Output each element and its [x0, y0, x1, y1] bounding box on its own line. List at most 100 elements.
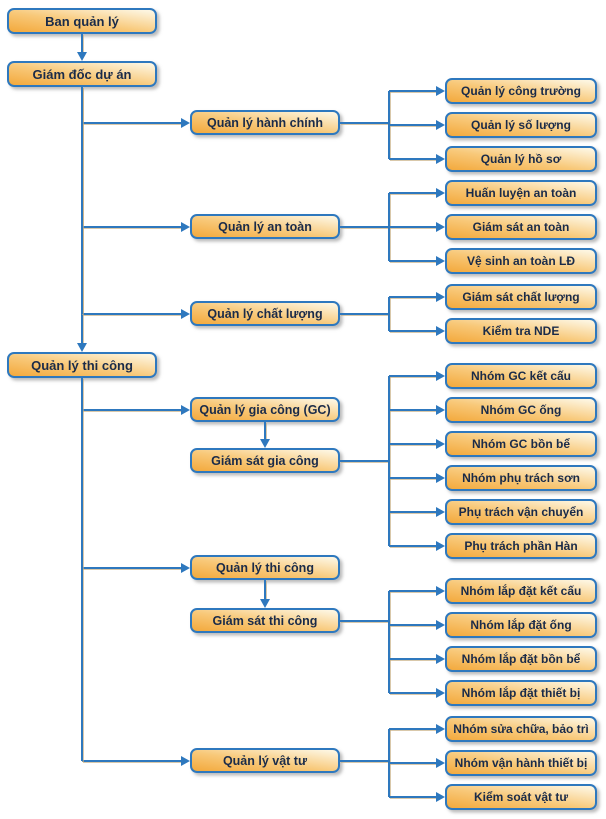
connector-line: [389, 260, 437, 262]
connector-line: [389, 375, 437, 377]
connector-arrow-icon: [77, 52, 87, 61]
org-node-quan-ly-an-toan: Quản lý an toàn: [190, 214, 340, 239]
org-node-label: Nhóm GC bồn bể: [472, 437, 570, 451]
connector-arrow-icon: [436, 86, 445, 96]
org-node-label: Nhóm vận hành thiết bị: [454, 756, 588, 770]
org-node-nhom-lap-dat-ket-cau: Nhóm lắp đặt kết cấu: [445, 578, 597, 604]
connector-arrow-icon: [436, 256, 445, 266]
org-node-label: Nhóm GC kết cấu: [470, 369, 572, 383]
connector-line: [340, 225, 389, 228]
connector-arrow-icon: [181, 562, 190, 573]
org-node-quan-ly-vat-tu: Quản lý vật tư: [190, 748, 340, 773]
org-node-label: Quản lý hồ sơ: [480, 152, 562, 166]
org-node-nhom-lap-dat-thiet-bi: Nhóm lắp đặt thiết bị: [445, 680, 597, 706]
org-node-kiem-soat-vat-tu: Kiểm soát vật tư: [445, 784, 597, 810]
connector-line: [264, 422, 266, 440]
org-node-nhom-van-hanh-thiet-bi: Nhóm vận hành thiết bị: [445, 750, 597, 776]
org-node-nhom-sua-chua-bao-tri: Nhóm sửa chữa, bảo trì: [445, 716, 597, 742]
org-node-nhom-gc-ong: Nhóm GC ống: [445, 397, 597, 423]
connector-arrow-icon: [436, 292, 445, 302]
org-node-label: Quản lý chất lượng: [207, 306, 323, 321]
connector-arrow-icon: [181, 308, 190, 319]
connector-line: [340, 759, 389, 762]
connector-line: [340, 312, 389, 315]
org-node-label: Ban quản lý: [45, 13, 119, 29]
org-node-giam-sat-gia-cong: Giám sát gia công: [190, 448, 340, 473]
connector-arrow-icon: [260, 439, 270, 448]
connector-arrow-icon: [260, 599, 270, 608]
org-node-label: Giám đốc dự án: [32, 66, 132, 82]
connector-arrow-icon: [436, 654, 445, 664]
org-node-label: Huấn luyện an toàn: [465, 186, 577, 200]
connector-arrow-icon: [436, 792, 445, 802]
org-node-quan-ly-gia-cong: Quản lý gia công (GC): [190, 397, 340, 422]
org-node-giam-doc-du-an: Giám đốc dự án: [7, 61, 157, 87]
connector-arrow-icon: [436, 541, 445, 551]
org-node-label: Quản lý số lượng: [471, 118, 571, 132]
connector-line: [82, 408, 182, 411]
connector-arrow-icon: [181, 755, 190, 766]
org-node-quan-ly-ho-so: Quản lý hồ sơ: [445, 146, 597, 172]
connector-line: [389, 658, 437, 660]
connector-line: [389, 796, 437, 798]
org-node-label: Kiểm tra NDE: [482, 324, 560, 338]
org-node-nhom-gc-bon-be: Nhóm GC bồn bể: [445, 431, 597, 457]
org-node-label: Phụ trách phần Hàn: [464, 539, 578, 553]
connector-arrow-icon: [436, 724, 445, 734]
org-node-label: Giám sát an toàn: [472, 220, 570, 234]
org-node-giam-sat-an-toan: Giám sát an toàn: [445, 214, 597, 240]
connector-line: [82, 312, 182, 315]
connector-line: [82, 121, 182, 124]
org-node-label: Nhóm lắp đặt kết cấu: [460, 584, 582, 598]
org-node-quan-ly-cong-truong: Quản lý công trường: [445, 78, 597, 104]
org-node-quan-ly-chat-luong: Quản lý chất lượng: [190, 301, 340, 326]
connector-line: [82, 759, 182, 762]
org-node-label: Vệ sinh an toàn LĐ: [466, 254, 575, 268]
connector-arrow-icon: [436, 620, 445, 630]
connector-line: [388, 376, 390, 546]
connector-line: [389, 728, 437, 730]
connector-line: [81, 378, 83, 761]
org-node-label: Kiểm soát vật tư: [473, 790, 569, 804]
org-node-nhom-gc-ket-cau: Nhóm GC kết cấu: [445, 363, 597, 389]
org-node-ve-sinh-an-toan-ld: Vệ sinh an toàn LĐ: [445, 248, 597, 274]
connector-line: [389, 90, 437, 92]
connector-arrow-icon: [436, 688, 445, 698]
connector-line: [82, 566, 182, 569]
connector-line: [389, 692, 437, 694]
connector-line: [389, 443, 437, 445]
org-node-quan-ly-thi-cong-truong: Quản lý thi công: [7, 352, 157, 378]
org-node-label: Nhóm phụ trách sơn: [462, 471, 580, 485]
connector-line: [388, 297, 390, 331]
org-node-huan-luyen-an-toan: Huấn luyện an toàn: [445, 180, 597, 206]
org-node-quan-ly-thi-cong-2: Quản lý thi công: [190, 555, 340, 580]
connector-line: [389, 192, 437, 194]
connector-line: [81, 87, 83, 314]
org-node-label: Nhóm lắp đặt bồn bể: [461, 652, 581, 666]
connector-arrow-icon: [436, 188, 445, 198]
org-node-label: Quản lý công trường: [461, 84, 581, 98]
connector-arrow-icon: [436, 507, 445, 517]
org-node-nhom-lap-dat-bon-be: Nhóm lắp đặt bồn bể: [445, 646, 597, 672]
connector-arrow-icon: [436, 405, 445, 415]
org-node-label: Phụ trách vận chuyển: [458, 505, 584, 519]
org-node-label: Quản lý thi công: [31, 357, 133, 373]
org-node-quan-ly-so-luong: Quản lý số lượng: [445, 112, 597, 138]
connector-line: [340, 619, 389, 622]
connector-arrow-icon: [181, 404, 190, 415]
org-node-phu-trach-van-chuyen: Phụ trách vận chuyển: [445, 499, 597, 525]
connector-line: [389, 624, 437, 626]
org-node-label: Giám sát gia công: [211, 453, 319, 468]
connector-line: [389, 226, 437, 228]
connector-line: [389, 477, 437, 479]
connector-line: [388, 591, 390, 693]
org-node-label: Nhóm GC ống: [480, 403, 562, 417]
org-node-label: Nhóm lắp đặt thiết bị: [461, 686, 581, 700]
org-node-label: Giám sát thi công: [212, 613, 318, 628]
org-node-giam-sat-chat-luong: Giám sát chất lượng: [445, 284, 597, 310]
connector-line: [389, 158, 437, 160]
org-node-label: Quản lý gia công (GC): [199, 402, 331, 417]
connector-line: [389, 590, 437, 592]
org-node-label: Quản lý hành chính: [207, 115, 323, 130]
